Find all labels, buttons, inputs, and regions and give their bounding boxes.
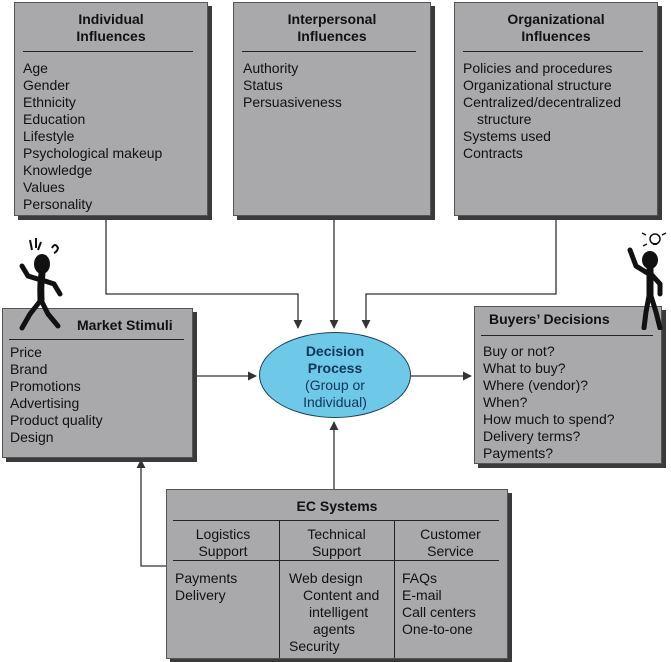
list-item: Contracts: [463, 145, 523, 161]
list-item: Ethnicity: [23, 94, 76, 110]
list-item: Security: [289, 638, 340, 654]
list-item: Advertising: [10, 395, 80, 411]
list-item: intelligent: [309, 604, 369, 620]
list-item: Age: [23, 60, 48, 76]
list-item: Price: [10, 344, 42, 360]
list-item: One-to-one: [402, 621, 473, 637]
market-stimuli-title: Market Stimuli: [77, 317, 173, 333]
market-stimuli-box: Market Stimuli Price Brand Promotions Ad…: [2, 308, 193, 458]
list-item: Organizational structure: [463, 77, 612, 93]
market-stimuli-list: Price Brand Promotions Advertising Produ…: [10, 344, 103, 446]
interpersonal-influences-title: Interpersonal Influences: [287, 11, 377, 44]
list-item: Authority: [243, 60, 299, 76]
list-item: Knowledge: [23, 162, 93, 178]
list-item: Personality: [23, 196, 93, 212]
list-item: structure: [477, 111, 532, 127]
list-item: Content and: [303, 587, 380, 603]
individual-influences-box: Individual Influences Age Gender Ethnici…: [14, 2, 208, 216]
list-item: Policies and procedures: [463, 60, 613, 76]
arrow-ec-to-market: [136, 459, 166, 567]
title-rule: [242, 51, 416, 52]
list-item: What to buy?: [483, 360, 566, 376]
buyers-decisions-title: Buyers’ Decisions: [489, 311, 610, 327]
list-item: Education: [23, 111, 86, 127]
list-item: Delivery terms?: [483, 428, 581, 444]
buyers-decisions-list: Buy or not? What to buy? Where (vendor)?…: [483, 343, 615, 462]
individual-influences-title: Individual Influences: [76, 11, 146, 44]
list-item: Systems used: [463, 128, 551, 144]
list-item: Where (vendor)?: [483, 377, 589, 393]
organizational-influences-box: Organizational Influences Policies and p…: [454, 2, 658, 216]
technical-support-list: Web design Content and intelligent agent…: [289, 570, 379, 655]
interpersonal-influences-box: Interpersonal Influences Authority Statu…: [233, 2, 431, 216]
list-item: Payments?: [483, 445, 554, 461]
decision-process-ellipse: Decision Process (Group or Individual): [259, 332, 411, 418]
list-item: How much to spend?: [483, 411, 615, 427]
idea-person-icon: [627, 230, 667, 330]
list-item: Gender: [23, 77, 70, 93]
list-item: Values: [23, 179, 65, 195]
title-rule: [9, 339, 184, 340]
title-rule: [463, 51, 643, 52]
individual-influences-list: Age Gender Ethnicity Education Lifestyle…: [23, 60, 162, 213]
title-rule: [173, 520, 499, 521]
decision-process-title: Decision Process: [305, 343, 365, 376]
confused-person-icon: [19, 238, 63, 331]
buyers-decisions-box: Buyers’ Decisions Buy or not? What to bu…: [474, 306, 662, 464]
column-divider: [279, 521, 280, 658]
ec-systems-box: EC Systems Logistics Support Payments De…: [166, 489, 508, 659]
list-item: Product quality: [10, 412, 103, 428]
list-item: Psychological makeup: [23, 145, 163, 161]
list-item: Promotions: [10, 378, 81, 394]
list-item: FAQs: [402, 570, 438, 586]
list-item: Centralized/decentralized: [463, 94, 621, 110]
list-item: Call centers: [402, 604, 476, 620]
list-item: Status: [243, 77, 283, 93]
title-rule: [23, 51, 193, 52]
list-item: Brand: [10, 361, 48, 377]
list-item: Buy or not?: [483, 343, 555, 359]
list-item: agents: [313, 621, 356, 637]
technical-support-header: Technical Support: [307, 526, 366, 559]
organizational-influences-title: Organizational Influences: [507, 11, 605, 44]
arrow-individual-to-decision: [105, 216, 303, 329]
list-item: Delivery: [175, 587, 226, 603]
list-item: Design: [10, 429, 54, 445]
logistics-support-list: Payments Delivery: [175, 570, 237, 604]
ec-systems-title: EC Systems: [296, 498, 378, 514]
list-item: Persuasiveness: [243, 94, 342, 110]
organizational-influences-list: Policies and procedures Organizational s…: [463, 60, 621, 162]
customer-service-header: Customer Service: [420, 526, 481, 559]
header-rule: [173, 560, 499, 561]
arrow-organizational-to-decision: [361, 216, 557, 329]
title-rule: [481, 335, 653, 336]
list-item: E-mail: [402, 587, 442, 603]
interpersonal-influences-list: Authority Status Persuasiveness: [243, 60, 342, 111]
customer-service-list: FAQs E-mail Call centers One-to-one: [402, 570, 476, 638]
decision-process-subtitle: (Group or Individual): [303, 377, 367, 410]
list-item: Payments: [175, 570, 238, 586]
list-item: Lifestyle: [23, 128, 75, 144]
logistics-support-header: Logistics Support: [195, 526, 251, 559]
column-divider: [394, 521, 395, 658]
list-item: When?: [483, 394, 528, 410]
list-item: Web design: [289, 570, 363, 586]
